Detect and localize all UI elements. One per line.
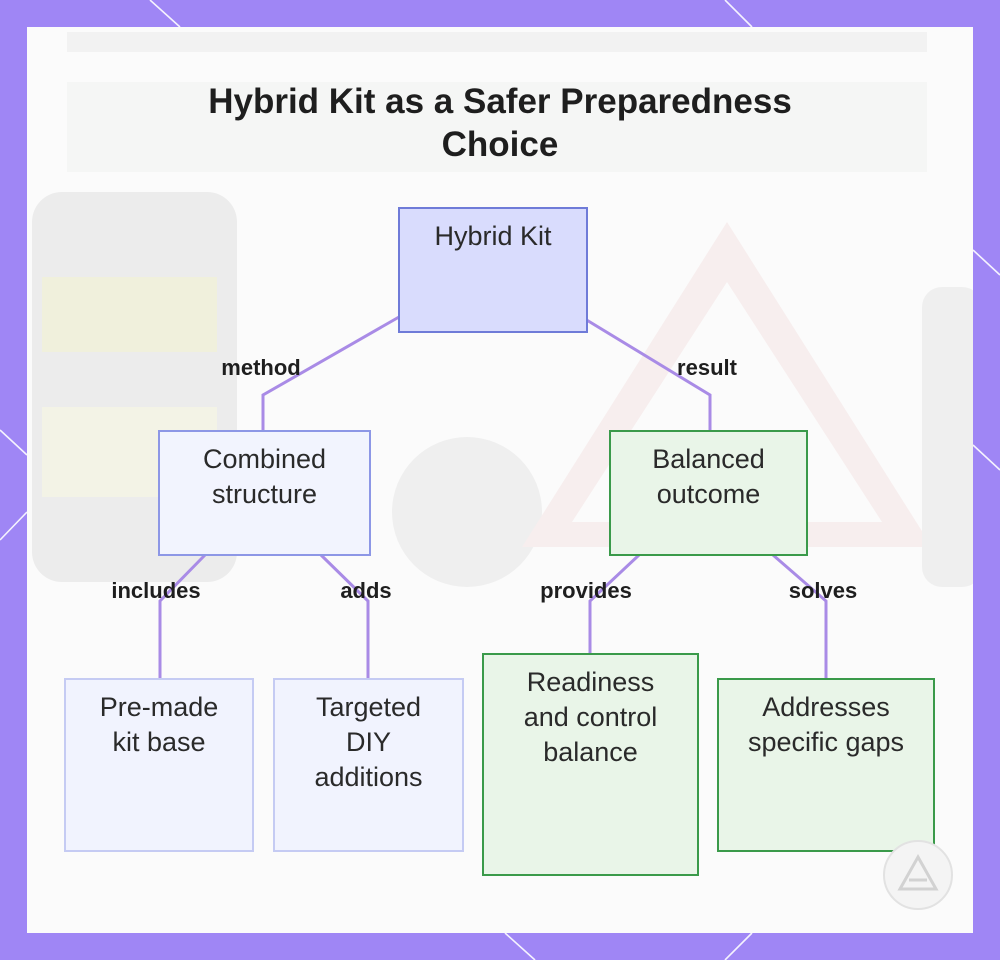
edge-label-includes: includes [111, 578, 201, 603]
node-hybrid-kit-label: Hybrid Kit [434, 221, 552, 251]
watermark-logo-icon [883, 840, 953, 910]
node-balanced-outcome[interactable]: Balanced outcome [609, 430, 808, 556]
node-readiness-control-balance-label: Readiness and control balance [523, 667, 658, 767]
node-combined-structure[interactable]: Combined structure [158, 430, 371, 556]
edge-label-solves: solves [788, 578, 858, 603]
node-combined-structure-label: Combined structure [202, 444, 327, 509]
connector-solves [772, 553, 828, 679]
connector-adds [319, 553, 370, 679]
edge-label-adds: adds [340, 578, 392, 603]
node-addresses-specific-gaps[interactable]: Addresses specific gaps [717, 678, 935, 852]
node-addresses-specific-gaps-label: Addresses specific gaps [747, 692, 905, 757]
connector-method [261, 315, 400, 430]
diagram-title: Hybrid Kit as a Safer Preparedness Choic… [208, 82, 792, 164]
node-premade-kit-base[interactable]: Pre-made kit base [64, 678, 254, 852]
connector-provides [588, 553, 641, 654]
node-targeted-diy-additions[interactable]: Targeted DIY additions [273, 678, 464, 852]
node-targeted-diy-additions-label: Targeted DIY additions [314, 692, 423, 792]
connectors [158, 315, 828, 679]
edge-label-method: method [221, 355, 301, 380]
connector-result [584, 317, 712, 430]
connector-includes [158, 553, 207, 679]
edge-label-provides: provides [540, 578, 632, 603]
node-readiness-control-balance[interactable]: Readiness and control balance [482, 653, 699, 876]
node-hybrid-kit[interactable]: Hybrid Kit [398, 207, 588, 333]
node-balanced-outcome-label: Balanced outcome [652, 444, 765, 509]
node-premade-kit-base-label: Pre-made kit base [99, 692, 219, 757]
background-illustration [32, 32, 973, 587]
diagram-panel: Hybrid Kit as a Safer Preparedness Choic… [27, 27, 973, 933]
edge-label-result: result [677, 355, 737, 380]
